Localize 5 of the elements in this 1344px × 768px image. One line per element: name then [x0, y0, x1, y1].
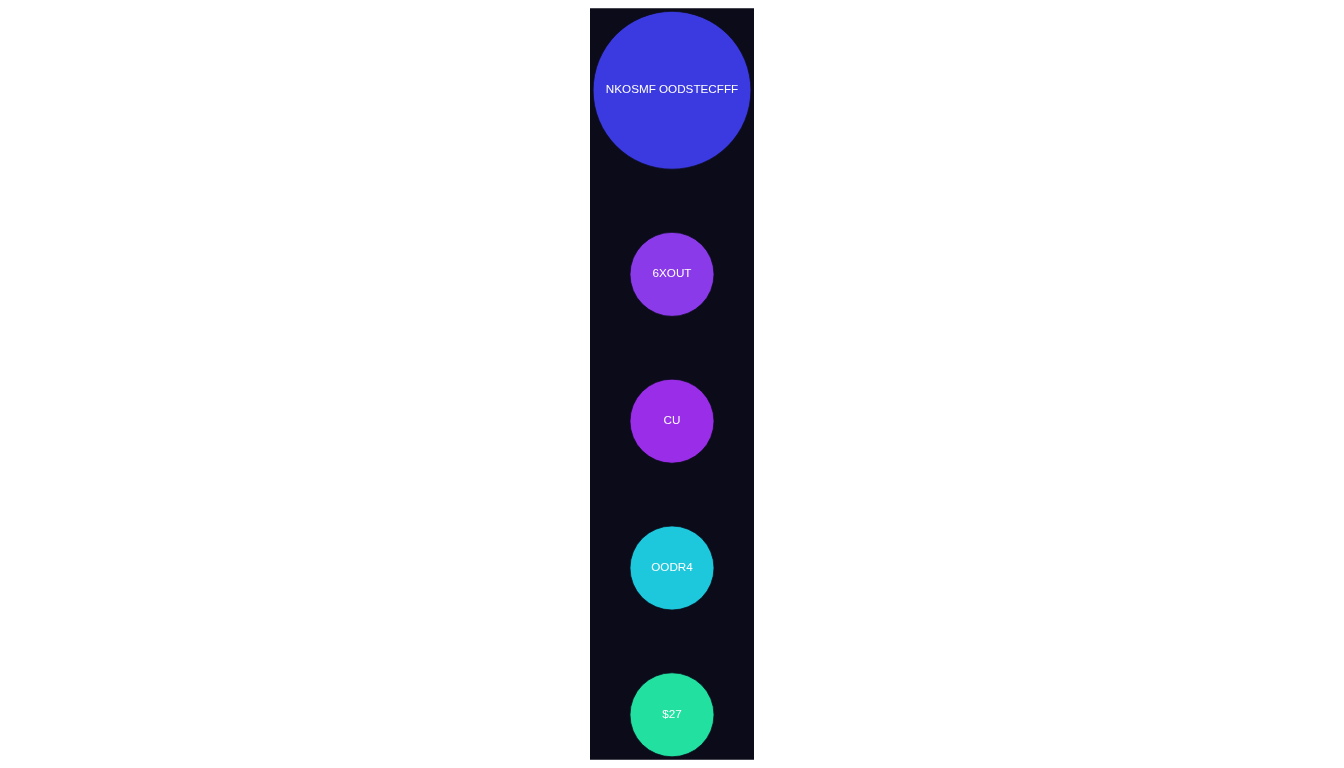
node-circle: OODR4	[629, 525, 715, 611]
node-circle: $27	[629, 672, 715, 758]
node-circle: CU	[629, 378, 715, 464]
node-circle: NKOSMF OODSTECFFF	[592, 11, 752, 170]
node-circle: 6XOUT	[629, 231, 715, 317]
